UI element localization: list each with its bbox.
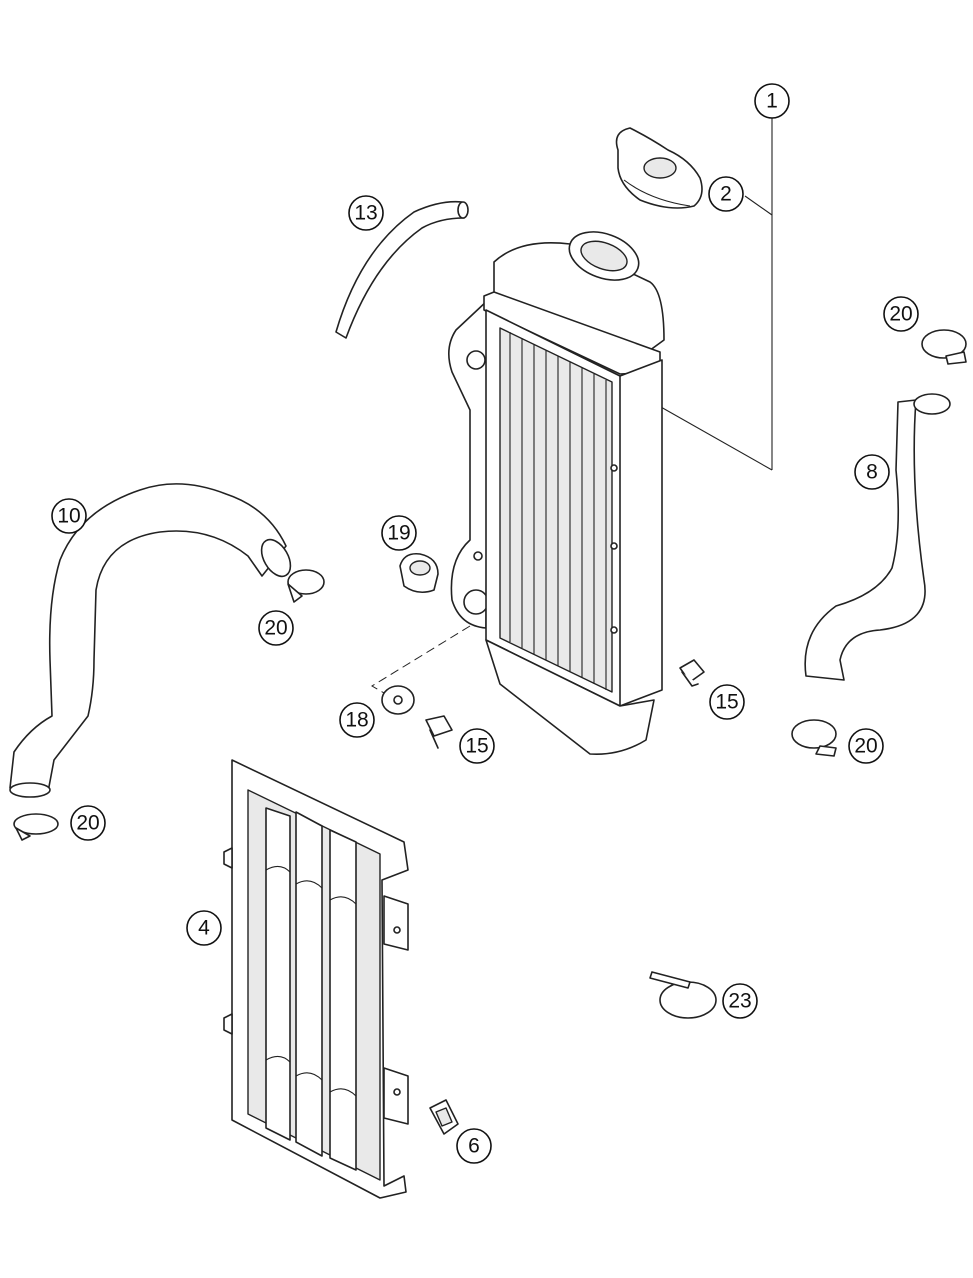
callout-15-lower: 15 <box>459 728 495 764</box>
overflow-hose <box>335 200 469 339</box>
radiator-cap <box>615 127 703 209</box>
callout-2: 2 <box>708 176 744 212</box>
callout-20-bottom-right: 20 <box>848 728 884 764</box>
callout-20-bottom-left: 20 <box>70 805 106 841</box>
callout-10-number: 10 <box>57 505 80 528</box>
radiator-fins <box>509 332 607 690</box>
hose-clamp-top-right <box>921 329 967 365</box>
callout-15-upper-number: 15 <box>715 691 738 714</box>
callout-20-top-right-number: 20 <box>889 303 912 326</box>
callout-19-number: 19 <box>387 522 410 545</box>
callout-20-bottom-left-number: 20 <box>76 812 99 835</box>
rubber-grommet <box>399 552 439 594</box>
hose-clamp-bottom-left <box>13 813 59 841</box>
callout-6-number: 6 <box>468 1135 480 1158</box>
hose-clamp-bottom-right <box>791 719 837 757</box>
callout-4-number: 4 <box>198 917 210 940</box>
callout-20-middle-left: 20 <box>258 610 294 646</box>
callout-20-bottom-right-number: 20 <box>854 735 877 758</box>
callout-2-number: 2 <box>720 183 732 206</box>
callout-18: 18 <box>339 702 375 738</box>
screw-upper <box>679 659 705 687</box>
callout-15-lower-number: 15 <box>465 735 488 758</box>
clip-nut <box>429 1099 459 1135</box>
callout-8-number: 8 <box>866 461 878 484</box>
callout-10: 10 <box>51 498 87 534</box>
hose-clamp-middle-left <box>287 569 325 603</box>
lower-hose <box>9 483 292 798</box>
callout-20-middle-left-number: 20 <box>264 617 287 640</box>
callout-18-number: 18 <box>345 709 368 732</box>
callout-8: 8 <box>854 454 890 490</box>
callout-1: 1 <box>754 83 790 119</box>
callout-23: 23 <box>722 983 758 1019</box>
washer <box>381 685 415 715</box>
leader-lines <box>644 118 773 471</box>
radiator <box>448 231 665 756</box>
callout-4: 4 <box>186 910 222 946</box>
callout-1-number: 1 <box>766 90 778 113</box>
callout-15-upper: 15 <box>709 684 745 720</box>
cable-tie <box>649 971 717 1019</box>
upper-hose <box>804 393 951 681</box>
mounting-guide-line <box>371 625 471 701</box>
callout-13: 13 <box>348 195 384 231</box>
radiator-guard <box>223 759 409 1199</box>
callout-23-number: 23 <box>728 990 751 1013</box>
callout-6: 6 <box>456 1128 492 1164</box>
callout-19: 19 <box>381 515 417 551</box>
callout-20-top-right: 20 <box>883 296 919 332</box>
callout-13-number: 13 <box>354 202 377 225</box>
screw-lower <box>425 715 453 749</box>
